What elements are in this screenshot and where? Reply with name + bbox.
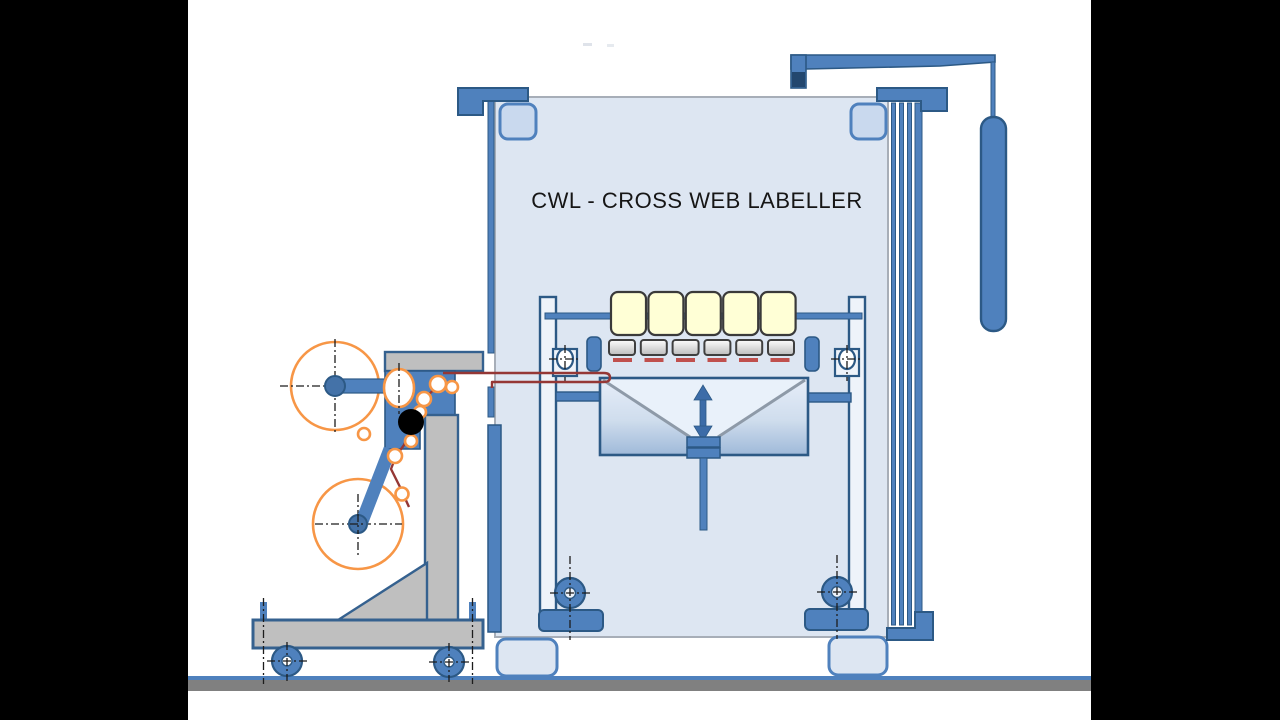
hanger-rod [990,61,996,120]
floor [188,676,1091,691]
glue-dash-row [613,358,790,362]
applicator-pad-1 [608,339,636,356]
label-blank-row [609,290,797,337]
rail-stripe-wide [914,102,923,626]
idler-roller [415,390,433,408]
idler-roller [428,374,448,394]
rail-bracket-bottom [886,611,934,641]
bottom-roller-right [804,555,869,639]
stand-column [423,413,460,623]
bottom-roller-left [538,556,604,640]
support-bar-left [555,391,603,402]
trolley-cart [251,598,485,684]
corner-pad-top-left [498,102,538,141]
machine-cabinet: CWL - CROSS WEB LABELLER [487,43,889,678]
label-blank-5 [759,290,797,337]
cart-post-left [260,602,267,622]
hanger-arm [790,54,996,120]
rail-stripe-2 [899,102,904,626]
cart-post-right [469,602,476,622]
push-rod [699,457,708,531]
inner-post-right [847,295,867,613]
cart-wheel-right [429,643,469,682]
letterbox-left [0,0,188,720]
rail-stripe-3 [907,102,912,626]
floor-bar [188,680,1091,691]
corner-pad-top-right [849,102,888,141]
rail-bracket-top [876,87,948,112]
floor-edge [188,676,1091,680]
applicator-pad-5 [735,339,764,356]
cart-base [251,618,485,650]
diagram-title: CWL - CROSS WEB LABELLER [531,188,862,213]
letterbox-right [1091,0,1280,720]
glue-dash-4 [707,358,727,362]
idler-roller [356,426,372,442]
idler-roller [394,486,410,502]
applicator-pad-row [608,339,795,356]
machine-foot-right [827,635,889,677]
applicator-pad-2 [639,339,668,356]
bearing-right [831,345,863,381]
up-down-arrow [693,384,713,442]
unwind-stand [280,339,612,623]
machine-foot-left [495,637,559,678]
artifact-mark [607,44,614,47]
label-blank-1 [609,290,648,337]
label-blank-4 [722,290,760,337]
guide-block-left [586,336,602,372]
press-block-upper [686,436,721,448]
label-blank-3 [684,290,722,337]
reel-hub-top [324,375,346,397]
inner-post-left [538,295,558,613]
glue-dash-1 [613,358,632,362]
bearing-left [549,345,581,381]
drive-roller [398,409,424,435]
right-side-rig [790,54,1008,641]
applicator-pad-6 [767,339,795,356]
funnel-unit [598,376,810,531]
cart-wheel-left [267,642,307,681]
slide-rail-stripes [891,102,923,626]
reel-arm-diagonal [354,446,397,527]
glue-dash-3 [676,358,695,362]
bracket-top-left [457,87,529,116]
gusset-plate [333,560,429,622]
applicator-pad-4 [703,339,732,356]
glue-dash-5 [739,358,758,362]
glue-dash-6 [770,358,790,362]
press-block-lower [686,447,721,459]
applicator-pad-3 [671,339,700,356]
artifact-mark [583,43,592,46]
rail-stripe-1 [891,102,896,626]
idler-roller [386,447,404,465]
label-blank-2 [647,290,685,337]
counterweight-cylinder [979,115,1008,333]
guide-block-right [804,336,820,372]
hanger-arm-stub-shadow [792,72,805,87]
glue-dash-2 [644,358,664,362]
support-bar-right [805,392,852,403]
idler-roller [403,433,419,449]
idler-roller [444,379,460,395]
